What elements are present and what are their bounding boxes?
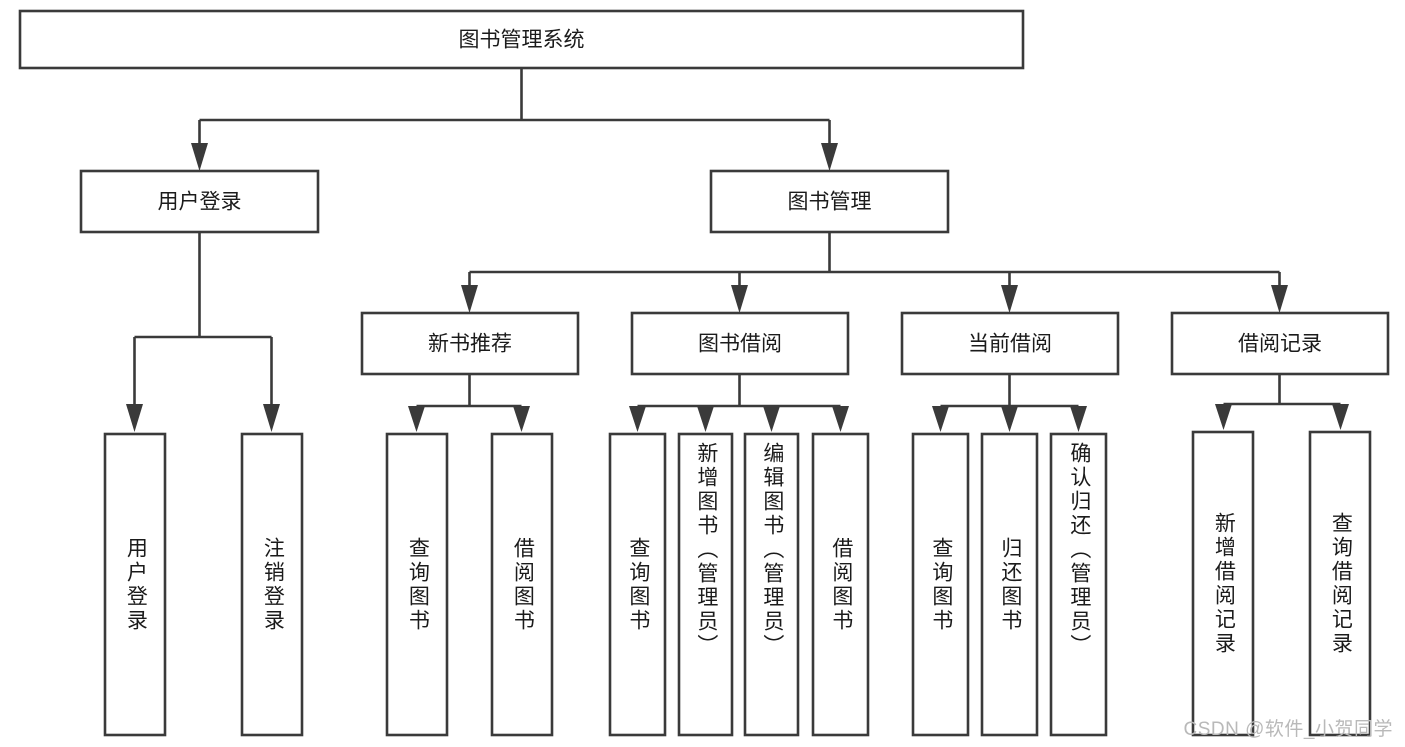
node-current-borrow-box[interactable] xyxy=(900,311,1120,376)
node-leaf-add-record-box[interactable] xyxy=(1191,430,1255,737)
node-borrow-record[interactable]: 借阅记录 xyxy=(1170,311,1390,376)
node-leaf-borrow-book-1-box[interactable] xyxy=(490,432,554,737)
connector-group-user-login xyxy=(126,232,280,432)
node-leaf-return-book-box[interactable] xyxy=(980,432,1039,737)
node-leaf-confirm-return-box[interactable] xyxy=(1049,432,1108,737)
connector-group-new-book-recommend xyxy=(408,374,530,432)
node-book-borrow[interactable]: 图书借阅 xyxy=(630,311,850,376)
arrowhead-book-manage xyxy=(821,143,838,171)
arrowhead-book-borrow xyxy=(731,285,748,313)
node-book-manage-box[interactable] xyxy=(709,169,950,234)
node-root-box[interactable] xyxy=(18,9,1025,70)
node-new-book-recommend[interactable]: 新书推荐 xyxy=(360,311,580,376)
node-new-book-recommend-label: 新书推荐 xyxy=(428,333,512,356)
node-borrow-record-box[interactable] xyxy=(1170,311,1390,376)
arrowhead-leaf-add-book xyxy=(697,406,714,432)
node-leaf-logout-login-box[interactable] xyxy=(240,432,304,737)
node-new-book-recommend-box[interactable] xyxy=(360,311,580,376)
watermark-text: CSDN @软件_小贺同学 xyxy=(1183,719,1393,740)
node-leaf-user-login-box[interactable] xyxy=(103,432,167,737)
arrowhead-leaf-return-book xyxy=(1001,406,1018,432)
connector-group-borrow-record xyxy=(1215,374,1349,430)
arrowhead-leaf-add-record xyxy=(1215,404,1232,430)
arrowhead-user-login xyxy=(191,143,208,171)
node-book-manage[interactable]: 图书管理 xyxy=(709,169,950,234)
node-leaf-query-book-2-box[interactable] xyxy=(608,432,667,737)
node-leaf-edit-book-box[interactable] xyxy=(743,432,800,737)
node-user-login[interactable]: 用户登录 xyxy=(79,169,320,234)
node-root-label: 图书管理系统 xyxy=(459,29,585,52)
node-leaf-query-book-1-box[interactable] xyxy=(385,432,449,737)
arrowhead-leaf-logout-login xyxy=(263,404,280,432)
node-leaf-borrow-book-2-box[interactable] xyxy=(811,432,870,737)
node-leaf-add-book-box[interactable] xyxy=(677,432,734,737)
arrowhead-leaf-borrow-book-1 xyxy=(513,406,530,432)
arrowhead-current-borrow xyxy=(1001,285,1018,313)
connector-group-current-borrow xyxy=(932,374,1087,432)
node-book-borrow-label: 图书借阅 xyxy=(698,333,782,356)
arrowhead-leaf-query-record xyxy=(1332,404,1349,430)
node-root[interactable]: 图书管理系统 xyxy=(18,9,1025,70)
connector-group-book-manage xyxy=(461,232,1288,313)
node-leaf-query-book-3-box[interactable] xyxy=(911,432,970,737)
arrowhead-borrow-record xyxy=(1271,285,1288,313)
node-leaf-query-record-box[interactable] xyxy=(1308,430,1372,737)
arrowhead-new-book-recommend xyxy=(461,285,478,313)
arrowhead-leaf-user-login xyxy=(126,404,143,432)
arrowhead-leaf-edit-book xyxy=(763,406,780,432)
arrowhead-leaf-query-book-2 xyxy=(629,406,646,432)
arrowhead-leaf-confirm-return xyxy=(1070,406,1087,432)
node-book-borrow-box[interactable] xyxy=(630,311,850,376)
node-current-borrow[interactable]: 当前借阅 xyxy=(900,311,1120,376)
node-book-manage-label: 图书管理 xyxy=(788,191,872,214)
node-user-login-box[interactable] xyxy=(79,169,320,234)
arrowhead-leaf-query-book-1 xyxy=(408,406,425,432)
connector-group-root xyxy=(191,68,838,171)
node-borrow-record-label: 借阅记录 xyxy=(1238,333,1322,356)
connector-group-book-borrow xyxy=(629,374,849,432)
arrowhead-leaf-query-book-3 xyxy=(932,406,949,432)
arrowhead-leaf-borrow-book-2 xyxy=(832,406,849,432)
node-current-borrow-label: 当前借阅 xyxy=(968,333,1052,356)
node-user-login-label: 用户登录 xyxy=(158,191,242,214)
